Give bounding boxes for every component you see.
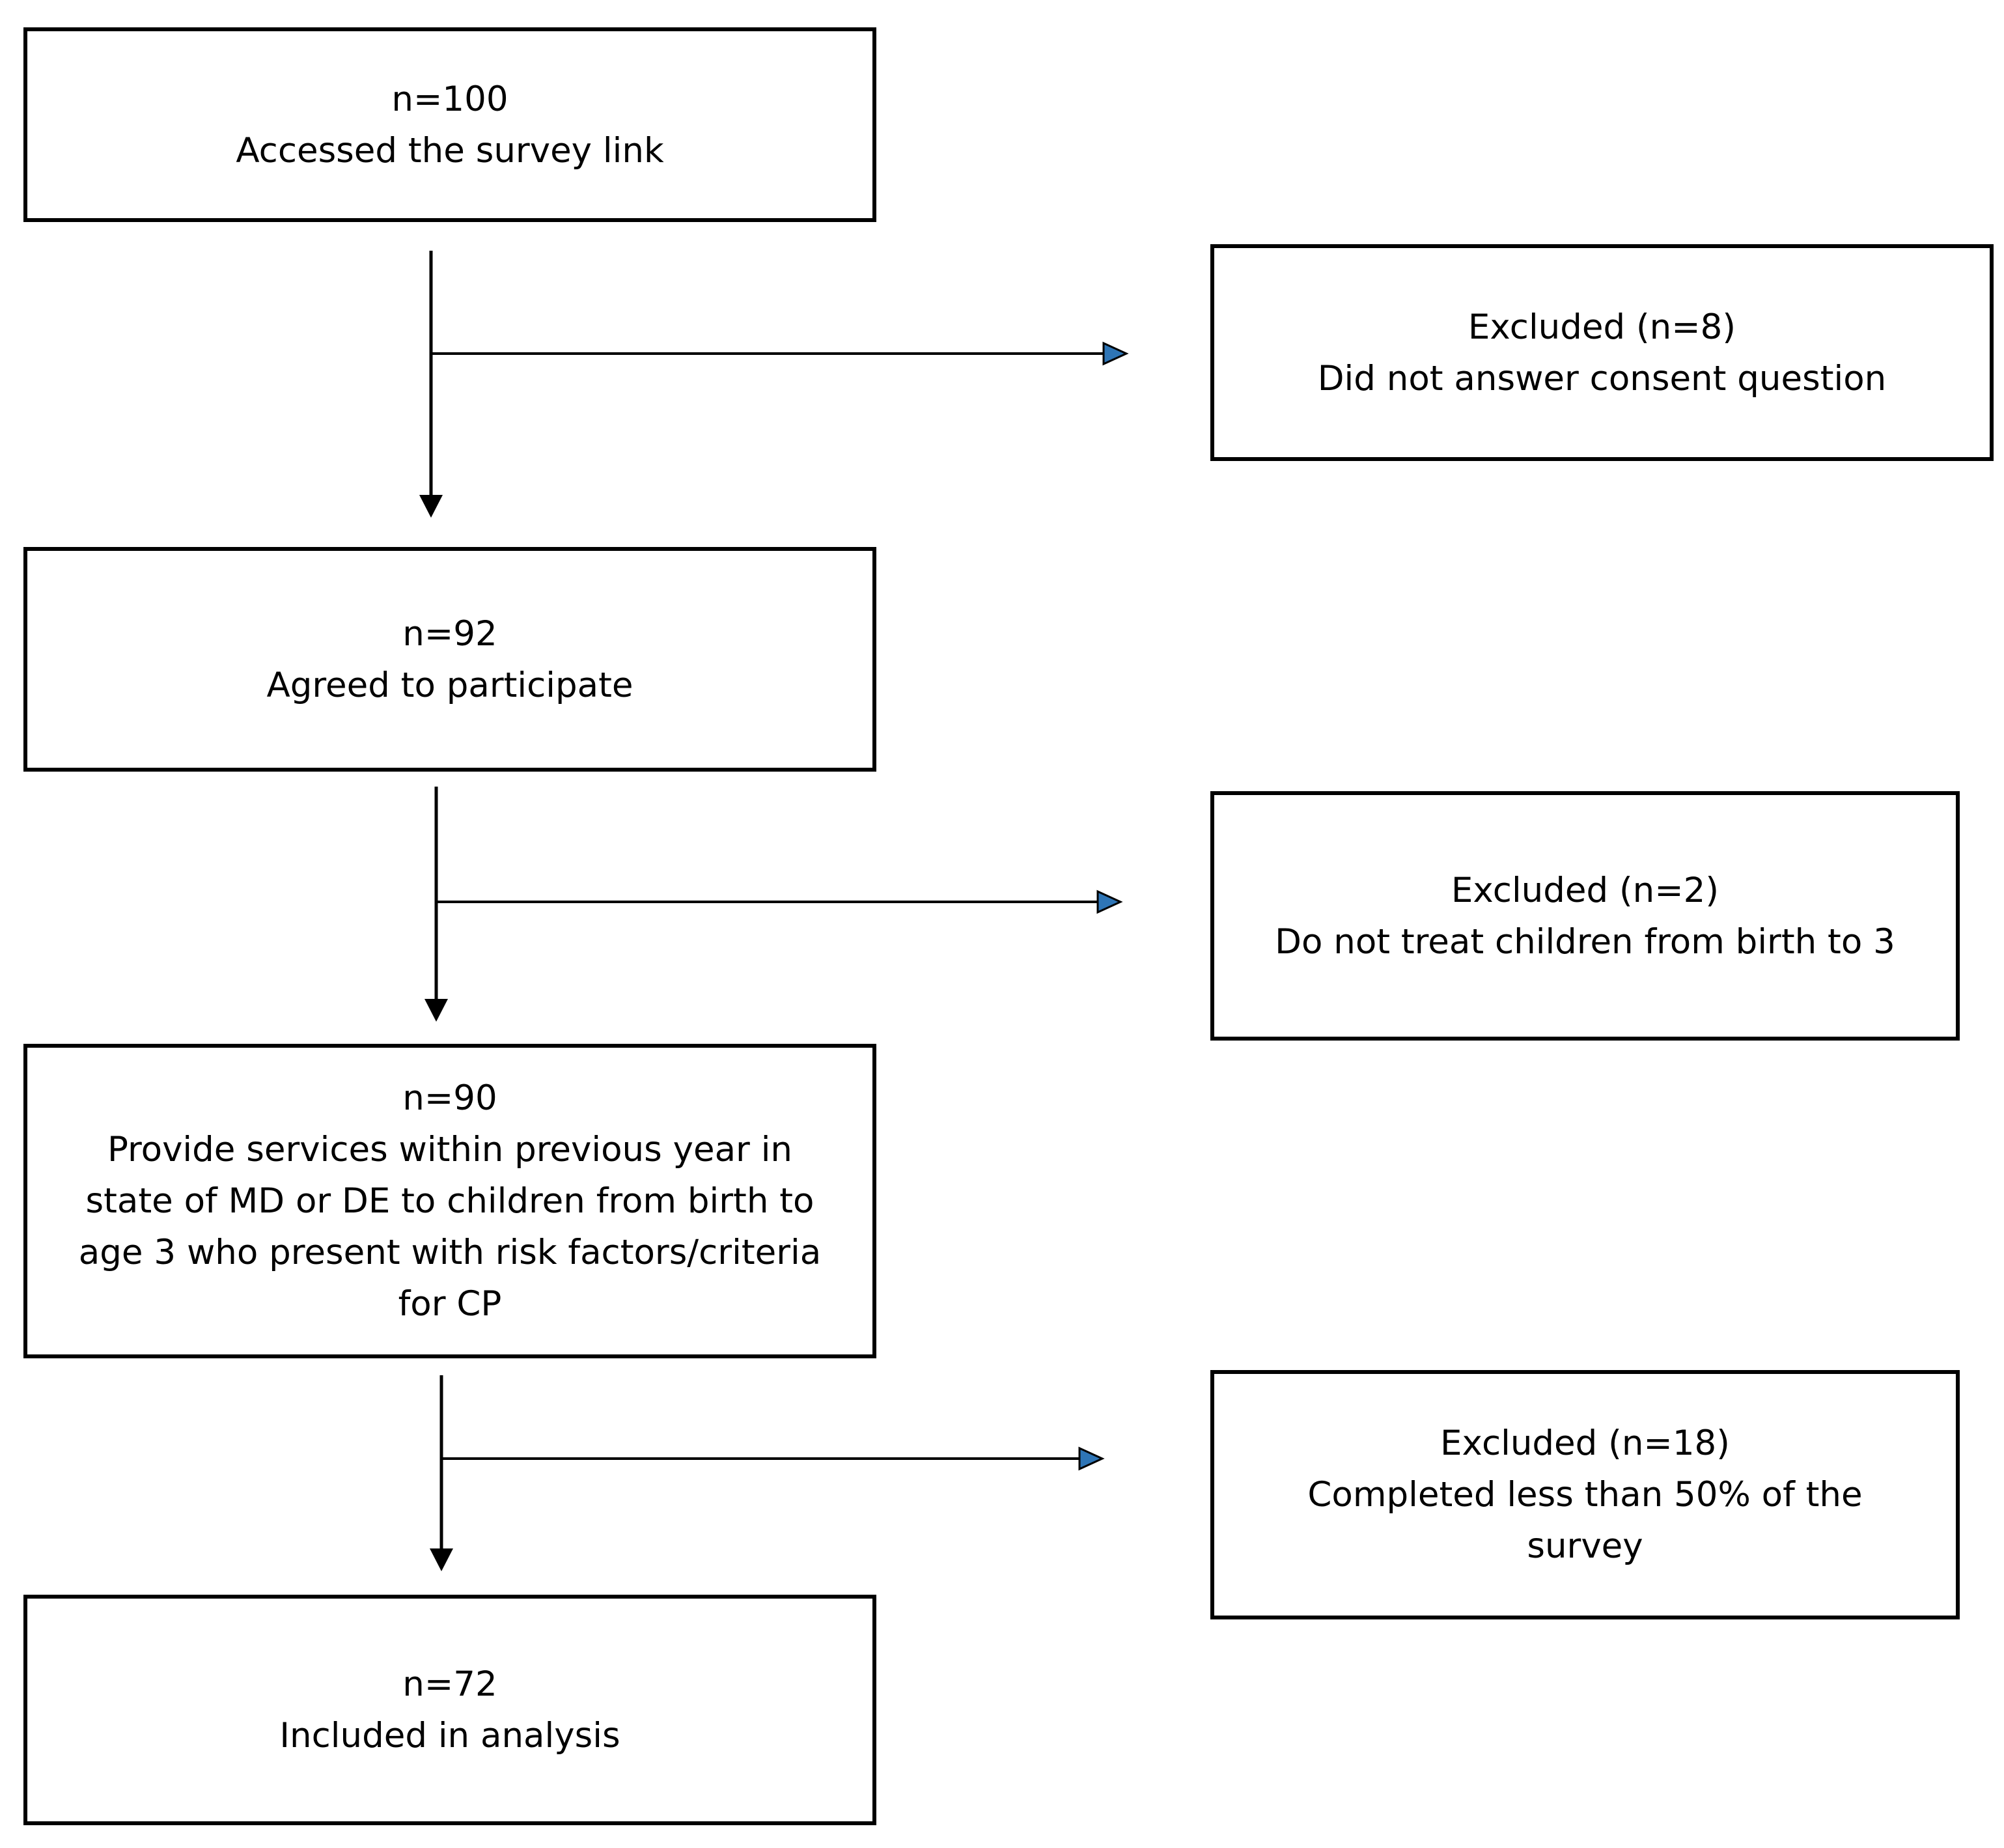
exclusion-reason: Did not answer consent question	[1317, 358, 1887, 399]
flow-box-description: Included in analysis	[279, 1716, 620, 1756]
flow-box-eligible: n=90 Provide services within previous ye…	[23, 1044, 876, 1358]
exclusion-count: Excluded (n=8)	[1468, 307, 1736, 347]
flow-box-description-line: age 3 who present with risk factors/crit…	[78, 1233, 822, 1272]
exclusion-reason-line: survey	[1527, 1526, 1643, 1566]
flow-box-description-line: state of MD or DE to children from birth…	[85, 1181, 814, 1221]
exclusion-count: Excluded (n=2)	[1451, 870, 1719, 910]
flow-box-description: Accessed the survey link	[236, 130, 664, 171]
exclusion-arrow-2-head	[1096, 889, 1123, 914]
flow-box-description: Agreed to participate	[266, 665, 633, 705]
exclusion-box-incomplete: Excluded (n=18) Completed less than 50% …	[1210, 1370, 1960, 1619]
flow-box-count: n=90	[402, 1078, 497, 1118]
exclusion-box-consent: Excluded (n=8) Did not answer consent qu…	[1210, 244, 1994, 461]
flow-arrow-2-head	[424, 999, 448, 1022]
exclusion-arrow-1-head	[1102, 341, 1129, 366]
flow-box-accessed: n=100 Accessed the survey link	[23, 27, 876, 222]
flow-box-count: n=100	[391, 79, 508, 119]
exclusion-arrow-3-head	[1078, 1446, 1105, 1471]
flow-box-agreed: n=92 Agreed to participate	[23, 547, 876, 772]
exclusion-reason-line: Completed less than 50% of the	[1307, 1475, 1863, 1515]
flow-arrow-3-head	[430, 1548, 453, 1571]
flow-box-count: n=92	[402, 613, 497, 654]
flow-arrow-1-head	[419, 495, 443, 518]
flow-box-description-line: Provide services within previous year in	[107, 1130, 793, 1169]
flow-box-count: n=72	[402, 1664, 497, 1704]
flow-box-included: n=72 Included in analysis	[23, 1595, 876, 1825]
exclusion-reason: Do not treat children from birth to 3	[1275, 921, 1895, 962]
flow-box-description-line: for CP	[398, 1284, 502, 1324]
exclusion-count: Excluded (n=18)	[1440, 1423, 1730, 1463]
exclusion-box-age: Excluded (n=2) Do not treat children fro…	[1210, 791, 1960, 1041]
